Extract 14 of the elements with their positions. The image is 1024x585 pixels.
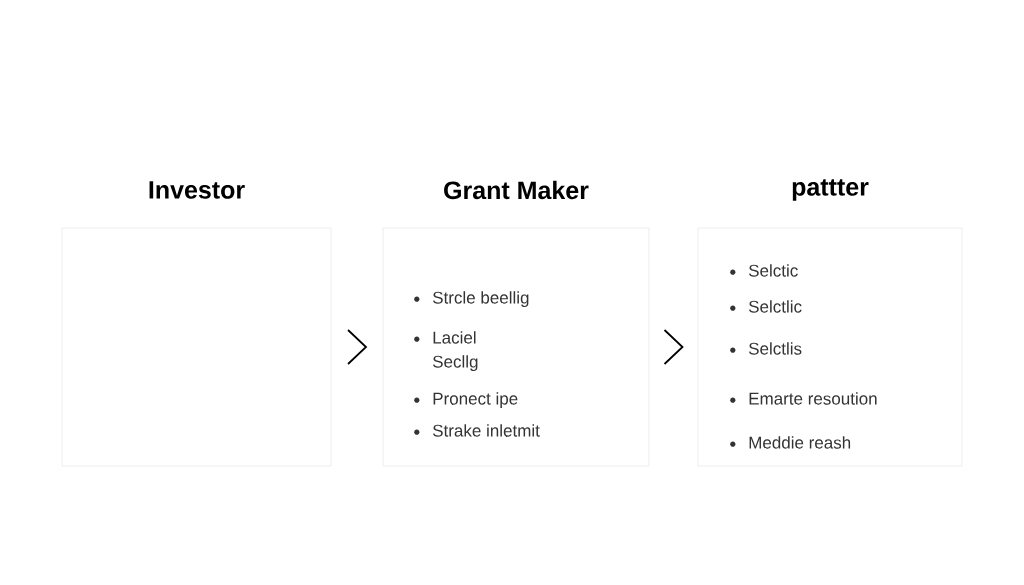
- heading: pattter: [792, 179, 869, 201]
- bullet-item: Selctic: [730, 264, 798, 277]
- bullet-item: Selctlis: [730, 342, 802, 355]
- chevron-arrow: [347, 329, 368, 365]
- bullet-item: Strake inletmit: [414, 424, 540, 437]
- bullet-item: Meddie reash: [730, 436, 851, 449]
- heading: Investor: [149, 181, 245, 199]
- bullet-item: Pronect ipe: [414, 392, 518, 409]
- bullet-item: Laciel Secllg: [414, 331, 478, 372]
- chevron-arrow: [663, 329, 684, 365]
- bullet-item: Strcle beellig: [414, 291, 529, 308]
- heading: Grant Maker: [444, 180, 589, 200]
- bullet-item: Emarte resoution: [730, 392, 877, 405]
- bullet-item: Selctlic: [730, 300, 802, 313]
